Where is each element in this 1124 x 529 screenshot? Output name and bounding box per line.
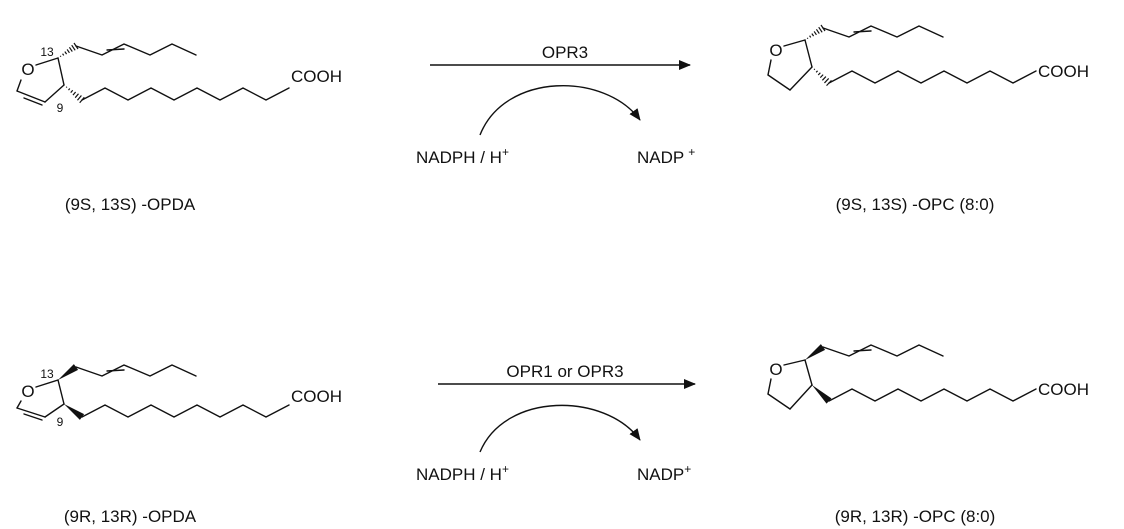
bold-wedge-c13 [805, 344, 826, 360]
cis-double-bond-inner [106, 369, 125, 372]
cooh-group-label: COOH [291, 67, 342, 86]
ring-oxygen-label: O [21, 60, 34, 79]
cyclopentane-ring-bonds [767, 359, 813, 410]
enzyme-label: OPR3 [542, 43, 588, 62]
locant-13-label: 13 [40, 367, 54, 381]
pentenyl-side-chain [75, 43, 197, 56]
pentenyl-side-chain [822, 344, 944, 357]
hashed-wedge-c13 [806, 24, 826, 40]
cofactor-nadp-label: NADP+ [637, 145, 695, 167]
octanoic-chain [81, 87, 290, 101]
reaction-1: O 13 9 COOH OPR3 NADPH / H+ NAD [16, 24, 1089, 214]
cofactor-nadph-label: NADPH / H+ [416, 462, 509, 484]
reactant-2-structure: O 13 9 COOH [16, 364, 342, 429]
pentenyl-side-chain [822, 25, 944, 38]
reaction-arrow-1: OPR3 NADPH / H+ NADP+ [416, 43, 695, 167]
cooh-group-label: COOH [291, 387, 342, 406]
cyclopentane-ring-bonds [767, 39, 813, 91]
octanoic-chain [828, 388, 1037, 402]
ring-oxygen-label: O [21, 382, 34, 401]
reactant-caption: (9R, 13R) -OPDA [64, 507, 197, 526]
octanoic-chain [81, 404, 290, 418]
cofactor-curved-arrow [479, 404, 641, 453]
reactant-1-structure: O 13 9 COOH [16, 42, 342, 115]
hashed-wedge-c9 [813, 68, 832, 87]
cyclopentene-ring-bonds [16, 57, 65, 106]
product-1-structure: O COOH [767, 24, 1089, 91]
cofactor-curved-arrow [479, 85, 641, 136]
product-caption: (9S, 13S) -OPC (8:0) [836, 195, 995, 214]
locant-9-label: 9 [57, 415, 64, 429]
ring-oxygen-label: O [769, 360, 782, 379]
bold-wedge-c9 [64, 404, 85, 420]
cyclopentene-ring-bonds [16, 379, 65, 421]
cofactor-nadph-label: NADPH / H+ [416, 145, 509, 167]
reaction-2: O 13 9 COOH OPR1 or OPR3 NADPH / H+ [16, 344, 1089, 526]
cis-double-bond-inner [106, 48, 125, 51]
bold-wedge-c9 [812, 385, 832, 404]
bold-wedge-c13 [58, 364, 79, 380]
cooh-group-label: COOH [1038, 62, 1089, 81]
octanoic-chain [828, 70, 1037, 84]
hashed-wedge-c13 [59, 42, 79, 58]
cis-double-bond-inner [853, 349, 872, 352]
pentenyl-side-chain [75, 364, 197, 377]
enzyme-label: OPR1 or OPR3 [506, 362, 623, 381]
ring-oxygen-label: O [769, 41, 782, 60]
cooh-group-label: COOH [1038, 380, 1089, 399]
product-2-structure: O COOH [767, 344, 1089, 410]
cis-double-bond-inner [853, 30, 872, 33]
cofactor-nadp-label: NADP+ [637, 462, 691, 484]
locant-13-label: 13 [40, 45, 54, 59]
product-caption: (9R, 13R) -OPC (8:0) [835, 507, 996, 526]
locant-9-label: 9 [57, 101, 64, 115]
reactant-caption: (9S, 13S) -OPDA [65, 195, 196, 214]
reaction-arrow-2: OPR1 or OPR3 NADPH / H+ NADP+ [416, 362, 696, 484]
